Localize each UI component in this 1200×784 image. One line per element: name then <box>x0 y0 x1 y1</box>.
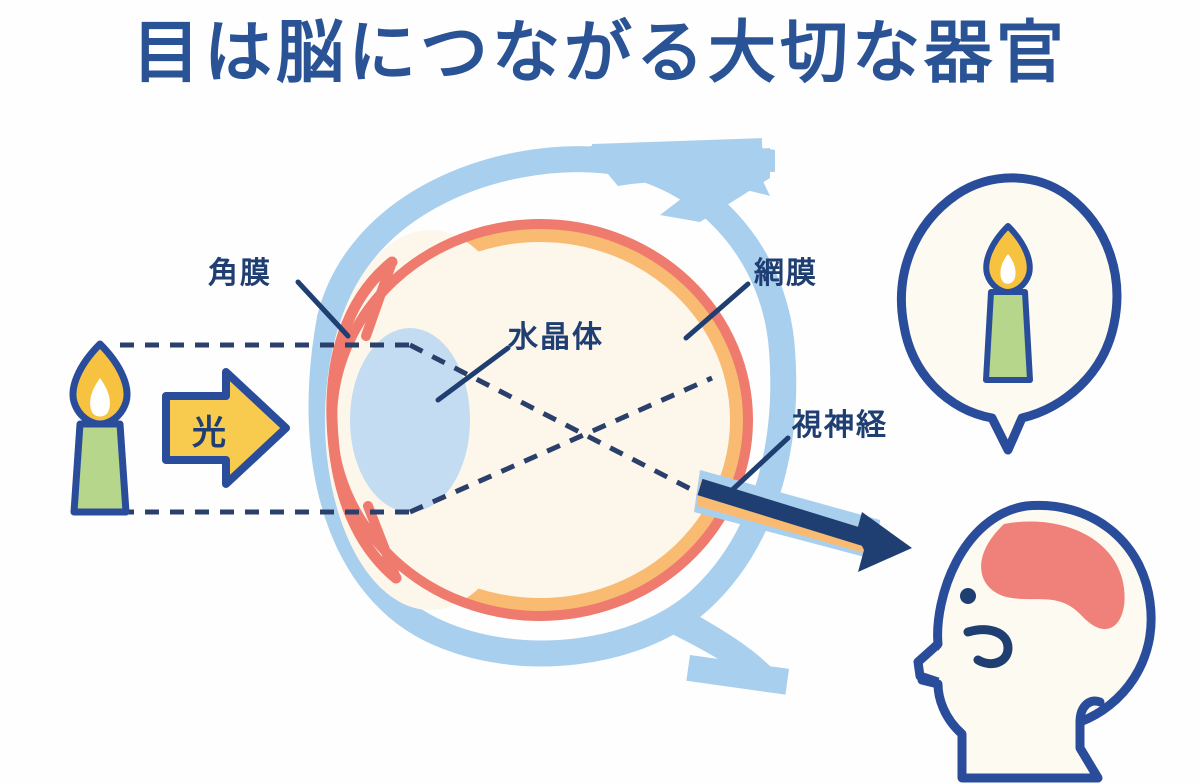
mouth <box>963 625 1013 668</box>
label-light: 光 <box>192 414 226 452</box>
light-ray-group <box>120 342 714 515</box>
leader-line-retina <box>683 281 751 341</box>
nose <box>913 640 942 687</box>
leader-line-optic-nerve <box>727 435 791 495</box>
leader-line-lens <box>435 345 511 403</box>
light-ray-lower-refracted <box>408 375 714 515</box>
perception-bubble <box>896 173 1122 455</box>
label-cornea: 角膜 <box>208 257 272 290</box>
perceived-candle-icon <box>983 223 1033 383</box>
candle-body <box>70 420 130 516</box>
light-arrow-icon <box>162 368 290 488</box>
cornea-arc <box>326 256 402 584</box>
eyelid-upper-extension <box>592 138 763 168</box>
brain <box>981 521 1125 630</box>
eyelid-lower-extension <box>686 655 790 695</box>
label-retina: 網膜 <box>754 257 818 290</box>
label-lens: 水晶体 <box>508 321 604 354</box>
leader-line-group <box>295 279 791 495</box>
head-eye <box>960 588 976 604</box>
cornea-limbus-bottom <box>363 501 401 583</box>
head-brain-icon <box>913 500 1156 783</box>
label-optic-nerve: 視神経 <box>792 409 888 442</box>
light-ray-upper-refracted <box>408 342 714 503</box>
optic-nerve <box>694 470 912 572</box>
optic-nerve-fibre <box>697 478 875 549</box>
candle-flame-inner <box>90 378 110 417</box>
perceived-candle-body <box>983 289 1033 383</box>
cornea <box>326 256 402 584</box>
arrow-right-icon <box>856 512 912 572</box>
light-arrow-shape <box>162 368 290 488</box>
cornea-limbus-top <box>361 257 397 341</box>
perceived-candle-flame-inner <box>1000 254 1016 284</box>
lens <box>350 328 470 512</box>
page-title: 目は脳につながる大切な器官 <box>131 15 1068 91</box>
candle-icon <box>69 340 131 516</box>
leader-line-cornea <box>295 279 351 339</box>
conjunctiva-upper-tail <box>660 148 770 222</box>
ear <box>1075 696 1105 727</box>
